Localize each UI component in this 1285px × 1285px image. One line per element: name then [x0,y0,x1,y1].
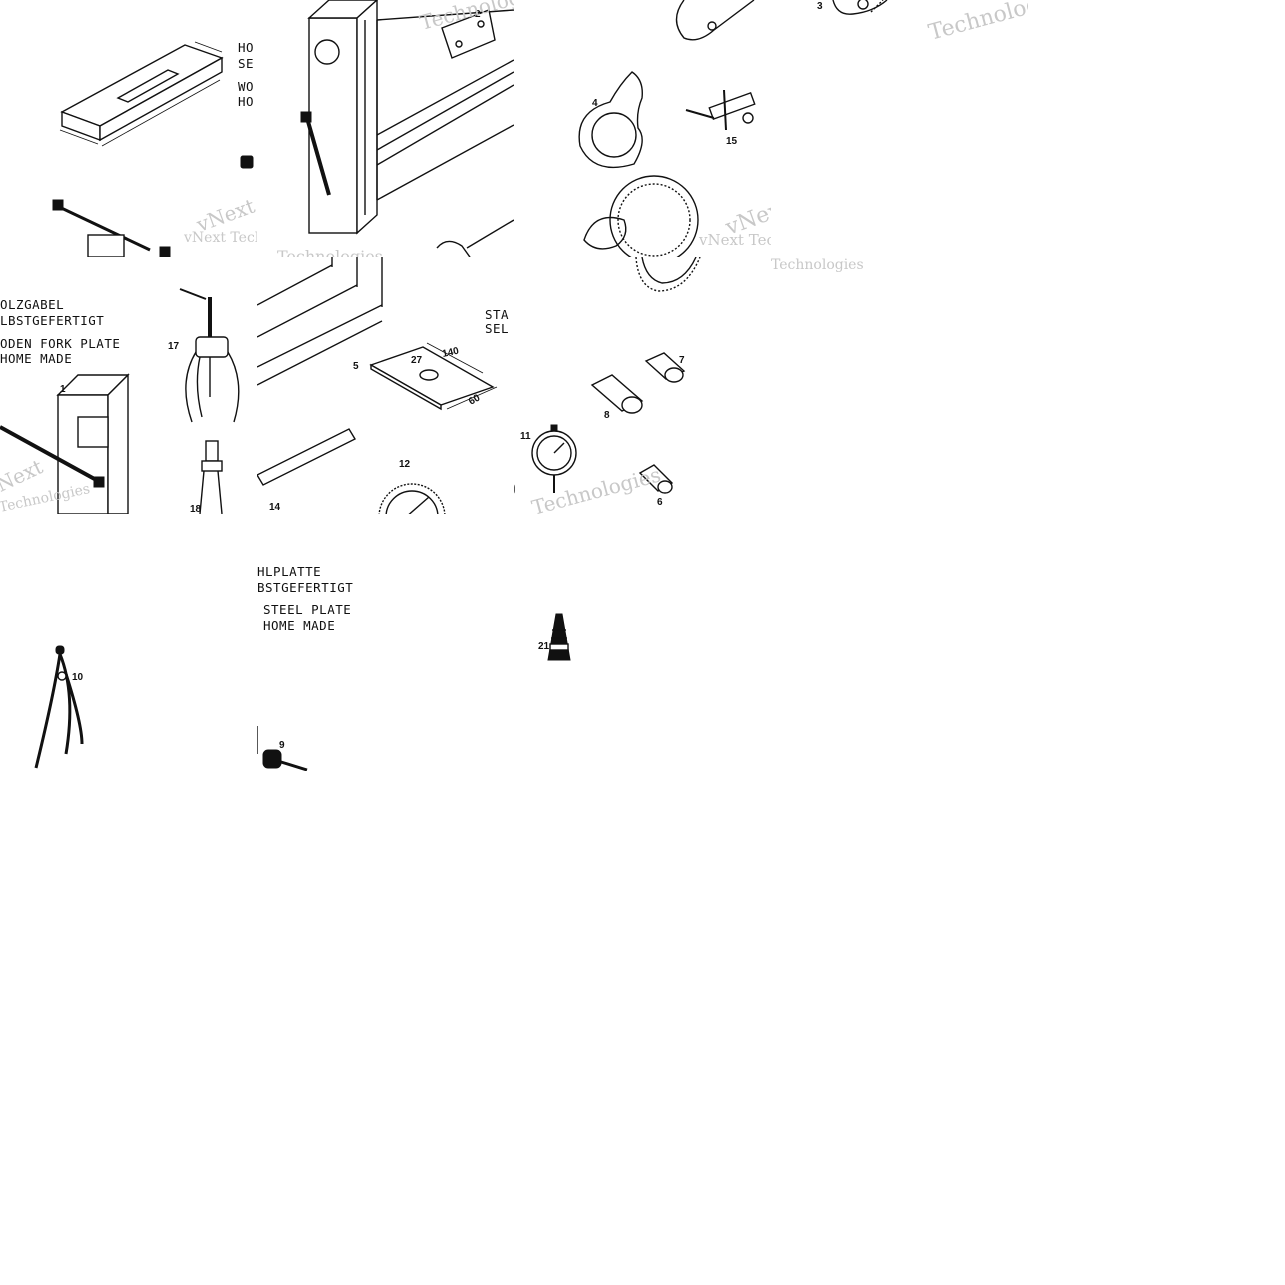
part-number-7: 7 [679,355,685,366]
flat-bar-14-drawing [257,428,356,486]
part-number-14: 14 [269,502,281,513]
watermark-text: vNext Technologies [183,230,257,246]
tile-pliers: 10 [0,514,257,771]
steel-plate-drawing [369,342,498,411]
tool-21-drawing [547,613,571,661]
bolt-tool-15-drawing [685,89,756,131]
tile-steel-plate: STA SEL 140 60 27 5 14 12 [257,257,514,514]
wooden-fork-label-en: ODEN FORK PLATE [0,336,120,351]
hol-top-1: HO [238,40,254,55]
part-number-5: 5 [353,361,359,372]
watermark-diagonal-4: Technologies [926,0,1028,46]
part-number-3: 3 [817,1,823,12]
ring-gear-drawing [583,175,699,257]
steel-plate-label-en-2: HOME MADE [263,618,335,633]
tool-18-drawing [199,440,223,514]
watermark-fragment: Technologies [277,247,383,257]
sleeve-8-drawing [590,374,644,414]
tool-9-drawing [257,726,308,771]
part-number-15: 15 [726,136,738,147]
tile-fork-plate-drawing: HO SE WO HO vNext Technologies vNext [0,0,257,257]
dim-60: 60 [467,392,483,407]
circlip-pliers-10-drawing [34,645,84,769]
steel-plate-label-en: STEEL PLATE [263,602,351,617]
frame-edge-drawing [257,257,383,386]
part-number-12: 12 [399,459,411,470]
holzgabel-label-de-2: LBSTGEFERTIGT [0,313,104,328]
small-nut-icon [240,155,254,169]
watermark-fragment-8: Technologies [771,257,864,273]
part-number-6: 6 [657,497,663,508]
tile-right-fragment: Technologies [771,257,871,275]
wo-top-2: HO [238,94,254,109]
stahlplatte-label-de: HLPLATTE [257,564,321,579]
tile-gear-fragment: 3 Technologies [771,0,1028,257]
wooden-fork-label-en-2: HOME MADE [0,351,72,366]
gear-fragment-drawing [832,0,888,15]
part-number-17: 17 [168,341,180,352]
part-number-1: 1 [60,384,66,395]
watermark-text-3: vNext Technologies [698,231,771,249]
gear-tool-4-drawing [578,71,643,169]
part-number-2: 2 [475,9,481,20]
part-number-10: 10 [72,672,84,683]
stahlplatte-label-de-2: BSTGEFERTIGT [257,580,353,595]
hol-top-2: SE [238,56,254,71]
tile-sleeves-gauge: 7 8 11 13 6 Technologies [514,257,771,514]
tile-puller: OLZGABEL LBSTGEFERTIGT ODEN FORK PLATE H… [0,257,257,514]
part-number-8: 8 [604,410,610,421]
sleeve-7-drawing [644,352,686,383]
dim-140: 140 [441,346,460,360]
part-number-18: 18 [190,504,202,514]
fork-block-drawing [0,373,130,514]
part-number-9: 9 [279,740,285,751]
disc-12-drawing [378,483,446,514]
part-number-11: 11 [520,431,531,442]
wo-top-1: WO [238,79,254,94]
threaded-rod-drawing [52,199,171,257]
tile-tool-21: 21 [514,514,771,771]
sleeve-6-drawing [638,464,674,494]
stan-label-1: STA [485,307,509,322]
part-number-27: 27 [411,355,423,366]
hook-tool-drawing [675,0,755,41]
stand-frame-drawing [300,0,514,257]
ring-gear-lower-drawing [635,257,701,292]
stan-label-2: SEL [485,321,509,336]
holzgabel-label-de: OLZGABEL [0,297,64,312]
three-jaw-puller-drawing [179,288,240,423]
part-number-4: 4 [592,98,598,109]
fork-plate-drawing [59,41,224,147]
part-number-21: 21 [538,641,550,652]
tile-steel-labels: HLPLATTE BSTGEFERTIGT STEEL PLATE HOME M… [257,514,514,771]
dial-gauge-11-drawing [531,424,577,493]
tile-stand-frame: 2 Technologies Technologies [257,0,514,257]
tile-gear-tools: 4 15 vNext Technologies vNext [514,0,771,257]
